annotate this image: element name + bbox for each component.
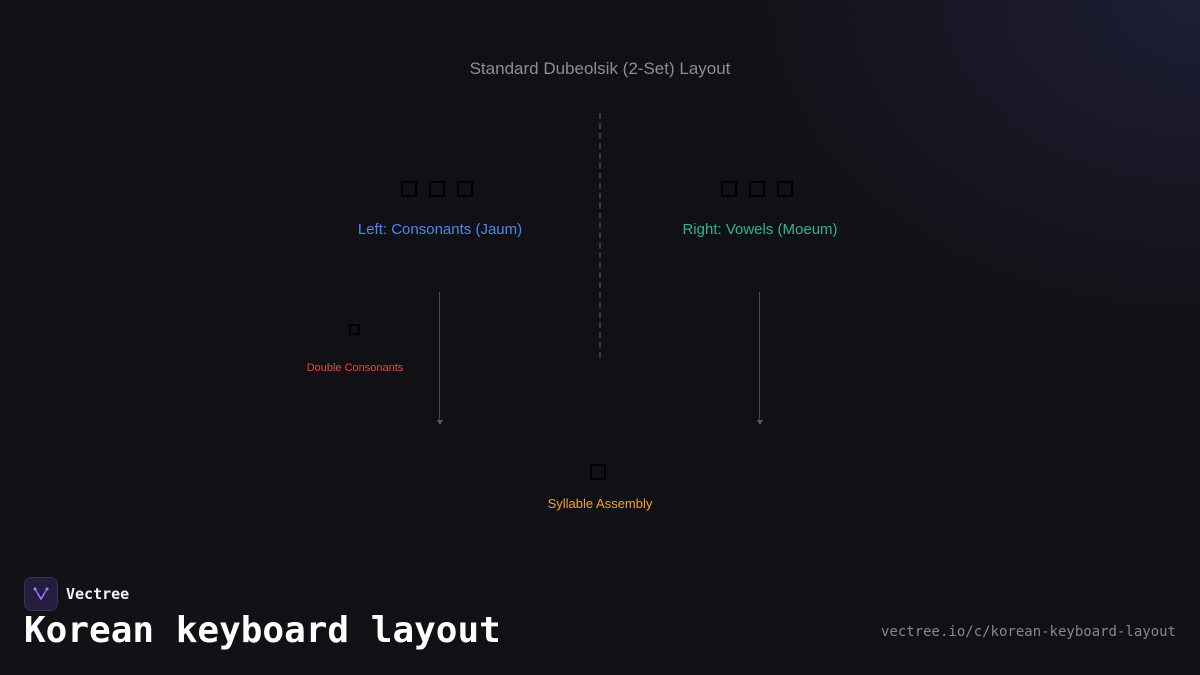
right-arrow-line [759,292,760,420]
diagram-title: Standard Dubeolsik (2-Set) Layout [469,59,731,78]
vectree-logo-icon [24,577,58,611]
vowels-label: Right: Vowels (Moeum) [682,221,838,238]
consonant-glyph-box [429,181,445,197]
double-consonants-label: Double Consonants [306,362,404,374]
brand-name: Vectree [66,585,130,603]
vowel-glyphs [721,181,793,197]
consonant-glyph-box [457,181,473,197]
left-arrow-line [439,292,440,420]
right-arrow-head [757,420,763,425]
brand[interactable]: Vectree [24,577,129,611]
consonant-glyphs [401,181,473,197]
page-url-link[interactable]: vectree.io/c/korean-keyboard-layout [880,624,1176,640]
consonants-label: Left: Consonants (Jaum) [357,221,523,238]
double-consonant-glyph [349,324,360,335]
center-divider [599,113,601,358]
left-arrow-head [437,420,443,425]
consonant-glyph-box [401,181,417,197]
page-title: Korean keyboard layout [24,610,501,651]
vowel-glyph-box [721,181,737,197]
syllable-assembly-label: Syllable Assembly [547,496,653,511]
syllable-glyph [590,464,606,480]
vowel-glyph-box [777,181,793,197]
vowel-glyph-box [749,181,765,197]
